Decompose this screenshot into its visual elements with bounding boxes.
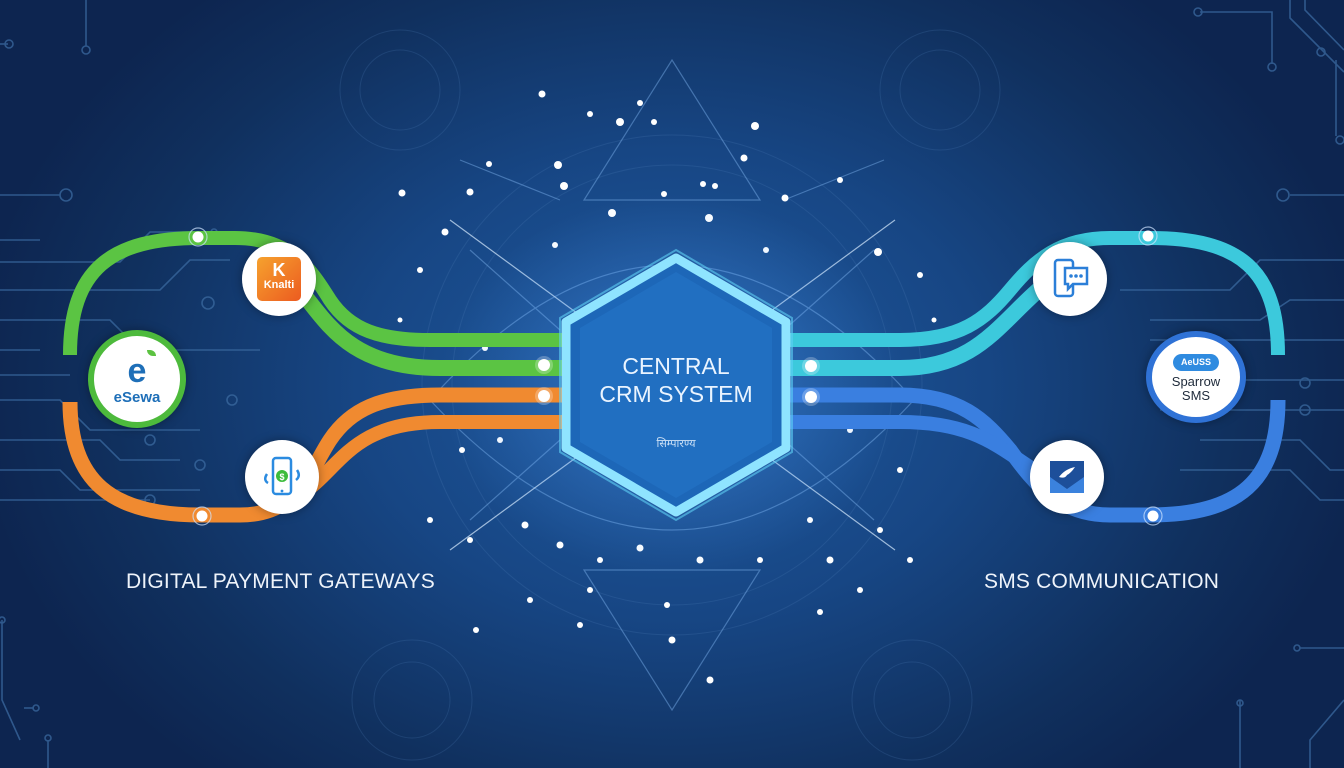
esewa-text: eSewa xyxy=(113,388,161,406)
khalti-logo-text: Knalti xyxy=(263,279,295,291)
central-title-line2: CRM SYSTEM xyxy=(599,381,753,407)
sms-communication-label: SMS COMMUNICATION xyxy=(984,570,1220,593)
phone-dollar-icon: $ xyxy=(264,456,300,496)
chat-node[interactable] xyxy=(1033,242,1107,316)
junction-dots xyxy=(188,226,1163,526)
esewa-logo-icon: e eSewa xyxy=(114,354,161,405)
leaf-icon xyxy=(147,350,156,356)
sparrow-sms-node[interactable]: AeUSS Sparrow SMS xyxy=(1146,331,1246,423)
sparrow-logo: AeUSS Sparrow SMS xyxy=(1172,353,1220,402)
khalti-node[interactable]: K Knalti xyxy=(242,242,316,316)
sparrow-text: Sparrow xyxy=(1171,373,1221,389)
central-crm-box: CENTRAL CRM SYSTEM सिम्पारण्य xyxy=(566,340,786,460)
central-title-line1: CENTRAL xyxy=(622,353,730,379)
sms-text: SMS xyxy=(1181,387,1211,403)
payment-gateways-label: DIGITAL PAYMENT GATEWAYS xyxy=(126,570,435,593)
esewa-node[interactable]: e eSewa xyxy=(88,330,186,428)
mail-node[interactable] xyxy=(1030,440,1104,514)
envelope-bird-icon xyxy=(1050,461,1084,493)
khalti-logo-k: K xyxy=(272,260,286,280)
khalti-logo-icon: K Knalti xyxy=(257,257,301,301)
phone-chat-icon xyxy=(1053,258,1089,298)
central-hexagon xyxy=(559,248,793,522)
svg-text:$: $ xyxy=(279,472,284,482)
esewa-e-glyph: e xyxy=(127,351,147,390)
central-subtitle: सिम्पारण्य xyxy=(656,438,696,450)
mobile-payment-node[interactable]: $ xyxy=(245,440,319,514)
cloud-icon: AeUSS xyxy=(1172,353,1219,371)
